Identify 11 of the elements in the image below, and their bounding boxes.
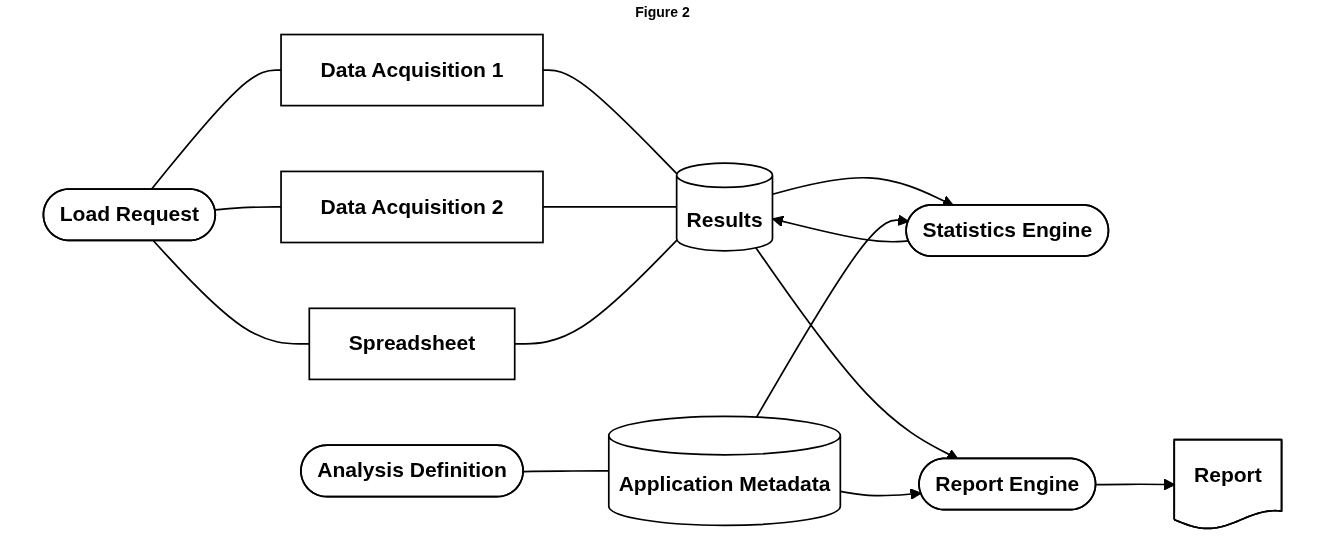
arrow (755, 247, 959, 460)
arrow (839, 488, 922, 500)
node-box: Data Acquisition 2 (280, 170, 544, 244)
connector (542, 206, 678, 208)
figure-title: Figure 2 (634, 4, 691, 20)
connector (542, 69, 678, 175)
node-box: Spreadsheet (308, 307, 516, 381)
connector (214, 206, 282, 211)
node-box: Data Acquisition 1 (280, 33, 544, 107)
connector (150, 69, 282, 191)
arrow (1095, 478, 1176, 491)
